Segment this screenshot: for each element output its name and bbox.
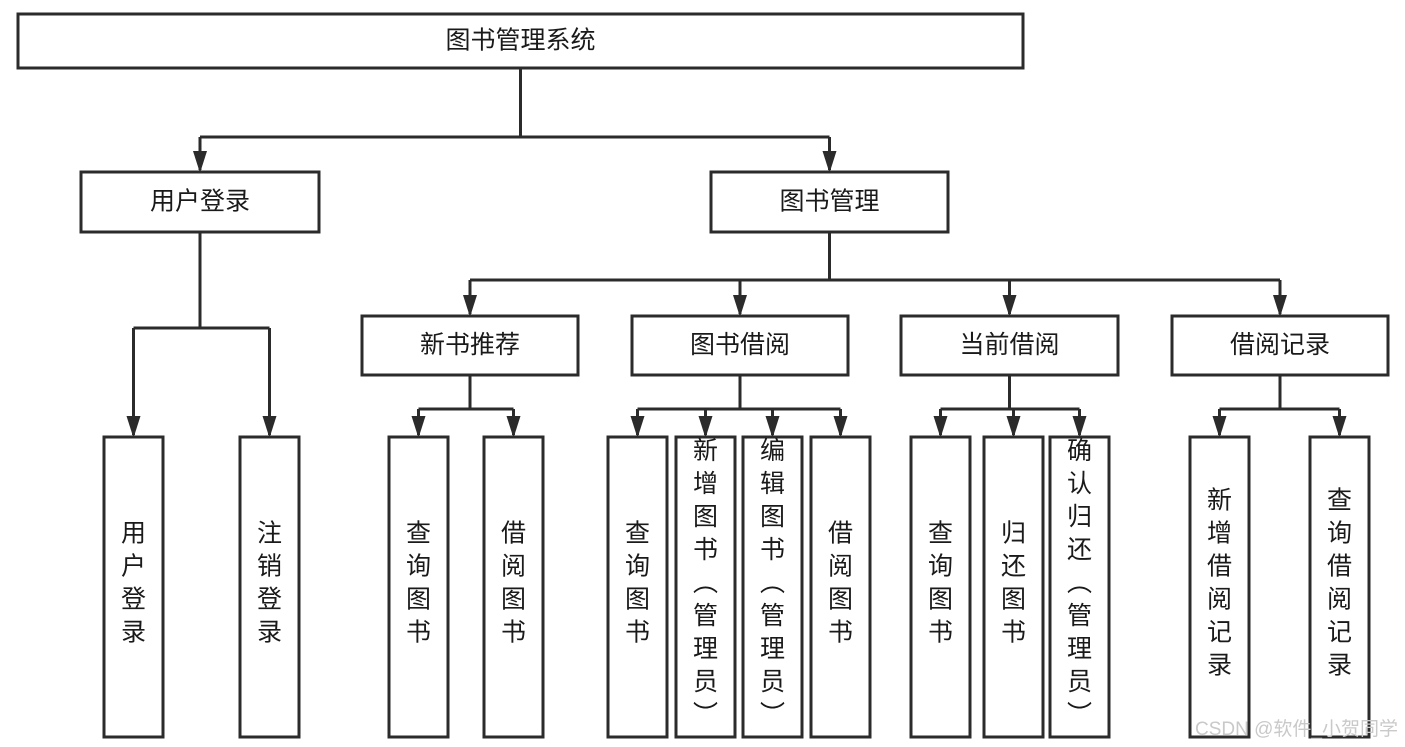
node-label-current-borrow: 当前借阅 bbox=[959, 331, 1059, 359]
node-leaf-borrow-book-1[interactable]: 借阅图书 bbox=[482, 435, 545, 739]
node-box-leaf-query-book-3 bbox=[909, 435, 972, 739]
node-borrow-record[interactable]: 借阅记录 bbox=[1170, 314, 1390, 377]
node-box-leaf-add-book bbox=[674, 435, 737, 739]
node-box-leaf-query-book-1 bbox=[387, 435, 450, 739]
node-leaf-query-record[interactable]: 查询借阅记录 bbox=[1308, 435, 1371, 739]
node-boxes-layer: 图书管理系统用户登录图书管理新书推荐图书借阅当前借阅借阅记录用户登录注销登录查询… bbox=[16, 12, 1390, 739]
node-leaf-query-book-1[interactable]: 查询图书 bbox=[387, 435, 450, 739]
node-box-new-book-rec bbox=[360, 314, 580, 377]
node-label-root: 图书管理系统 bbox=[445, 27, 595, 55]
arrow-head-icon bbox=[698, 416, 713, 438]
node-new-book-rec[interactable]: 新书推荐 bbox=[360, 314, 580, 377]
arrow-head-icon bbox=[1002, 295, 1017, 317]
node-label-leaf-user-login: 用户登录 bbox=[121, 520, 146, 647]
node-label-leaf-query-book-3: 查询图书 bbox=[928, 520, 953, 647]
arrow-head-icon bbox=[765, 416, 780, 438]
node-label-leaf-user-logout: 注销登录 bbox=[257, 520, 282, 647]
edge-group-new-book-rec bbox=[411, 375, 521, 438]
edge-group-borrow-record bbox=[1212, 375, 1347, 438]
arrow-head-icon bbox=[1212, 416, 1227, 438]
arrow-head-icon bbox=[126, 416, 141, 438]
node-label-leaf-add-book: 新增图书︵管理员︶ bbox=[693, 437, 718, 729]
edge-group-book-borrow bbox=[630, 375, 848, 438]
arrow-head-icon bbox=[822, 151, 837, 173]
node-book-manage[interactable]: 图书管理 bbox=[709, 170, 950, 234]
arrow-head-icon bbox=[1006, 416, 1021, 438]
node-box-leaf-confirm-return bbox=[1048, 435, 1111, 739]
node-leaf-confirm-return[interactable]: 确认归还︵管理员︶ bbox=[1048, 435, 1111, 739]
node-box-book-manage bbox=[709, 170, 950, 234]
arrow-head-icon bbox=[733, 295, 747, 317]
node-box-leaf-borrow-book-2 bbox=[809, 435, 872, 739]
node-leaf-edit-book[interactable]: 编辑图书︵管理员︶ bbox=[741, 435, 804, 739]
arrow-head-icon bbox=[411, 416, 426, 438]
node-box-root bbox=[16, 12, 1025, 70]
node-box-leaf-add-record bbox=[1188, 435, 1251, 739]
connector-lines-layer bbox=[126, 68, 1347, 438]
node-root[interactable]: 图书管理系统 bbox=[16, 12, 1025, 70]
node-user-login[interactable]: 用户登录 bbox=[79, 170, 321, 234]
node-book-borrow[interactable]: 图书借阅 bbox=[630, 314, 850, 377]
edge-group-user-login bbox=[126, 232, 277, 438]
arrow-head-icon bbox=[833, 416, 848, 438]
arrow-head-icon bbox=[933, 416, 948, 438]
arrow-head-icon bbox=[1332, 416, 1347, 438]
node-label-new-book-rec: 新书推荐 bbox=[420, 331, 520, 359]
node-label-leaf-borrow-book-2: 借阅图书 bbox=[828, 520, 853, 647]
node-label-leaf-confirm-return: 确认归还︵管理员︶ bbox=[1067, 437, 1092, 729]
node-current-borrow[interactable]: 当前借阅 bbox=[899, 314, 1120, 377]
node-box-leaf-edit-book bbox=[741, 435, 804, 739]
node-box-leaf-user-logout bbox=[238, 435, 301, 739]
node-label-leaf-query-book-2: 查询图书 bbox=[625, 520, 650, 647]
arrow-head-icon bbox=[1072, 416, 1087, 438]
arrow-head-icon bbox=[506, 416, 521, 438]
node-label-borrow-record: 借阅记录 bbox=[1230, 331, 1330, 359]
edge-group-current-borrow bbox=[933, 375, 1087, 438]
node-leaf-user-login[interactable]: 用户登录 bbox=[102, 435, 165, 739]
node-label-leaf-query-book-1: 查询图书 bbox=[406, 520, 431, 647]
arrow-head-icon bbox=[262, 416, 277, 438]
node-box-leaf-query-book-2 bbox=[606, 435, 669, 739]
node-label-book-manage: 图书管理 bbox=[779, 188, 879, 216]
node-leaf-query-book-2[interactable]: 查询图书 bbox=[606, 435, 669, 739]
node-label-leaf-return-book: 归还图书 bbox=[1001, 520, 1026, 647]
node-box-book-borrow bbox=[630, 314, 850, 377]
node-leaf-borrow-book-2[interactable]: 借阅图书 bbox=[809, 435, 872, 739]
node-box-leaf-borrow-book-1 bbox=[482, 435, 545, 739]
edge-group-root bbox=[193, 68, 837, 173]
node-leaf-return-book[interactable]: 归还图书 bbox=[982, 435, 1045, 739]
node-box-current-borrow bbox=[899, 314, 1120, 377]
csdn-watermark: CSDN @软件_小贺同学 bbox=[1195, 718, 1398, 740]
edge-group-book-manage bbox=[463, 232, 1287, 317]
node-leaf-add-record[interactable]: 新增借阅记录 bbox=[1188, 435, 1251, 739]
node-leaf-user-logout[interactable]: 注销登录 bbox=[238, 435, 301, 739]
node-label-leaf-borrow-book-1: 借阅图书 bbox=[501, 520, 526, 647]
arrow-head-icon bbox=[193, 151, 207, 173]
arrow-head-icon bbox=[630, 416, 645, 438]
node-leaf-query-book-3[interactable]: 查询图书 bbox=[909, 435, 972, 739]
arrow-head-icon bbox=[1273, 295, 1287, 317]
node-box-leaf-return-book bbox=[982, 435, 1045, 739]
node-box-leaf-user-login bbox=[102, 435, 165, 739]
arrow-head-icon bbox=[463, 295, 477, 317]
node-box-leaf-query-record bbox=[1308, 435, 1371, 739]
node-label-leaf-add-record: 新增借阅记录 bbox=[1207, 487, 1232, 680]
node-leaf-add-book[interactable]: 新增图书︵管理员︶ bbox=[674, 435, 737, 739]
node-label-user-login: 用户登录 bbox=[150, 188, 250, 216]
node-label-leaf-query-record: 查询借阅记录 bbox=[1327, 487, 1352, 680]
node-box-borrow-record bbox=[1170, 314, 1390, 377]
node-label-book-borrow: 图书借阅 bbox=[690, 331, 790, 359]
node-box-user-login bbox=[79, 170, 321, 234]
node-label-leaf-edit-book: 编辑图书︵管理员︶ bbox=[760, 437, 785, 729]
